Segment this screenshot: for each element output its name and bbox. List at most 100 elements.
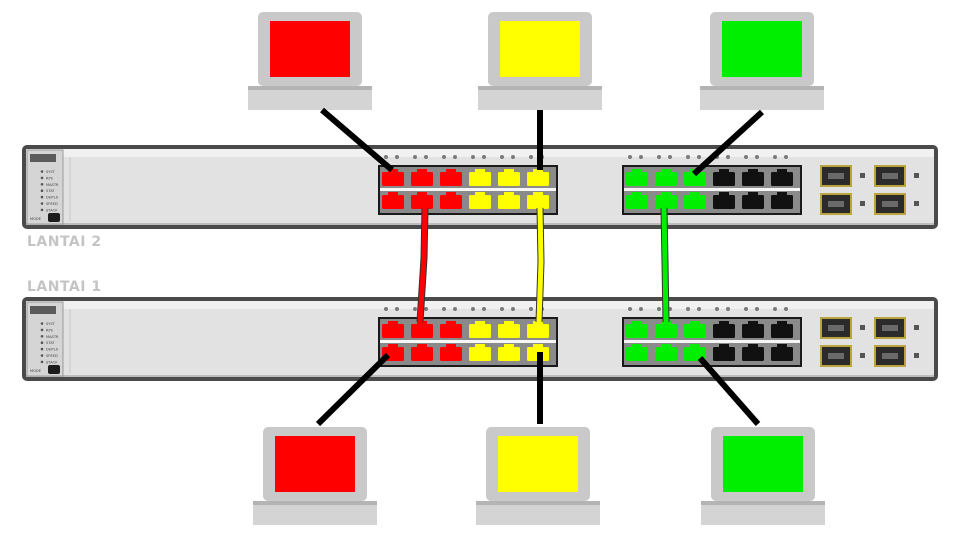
port-tab <box>719 321 729 326</box>
status-led-label: SYST <box>46 322 56 326</box>
port-bottom-3 <box>713 192 735 209</box>
port-led <box>726 307 730 311</box>
vlan-cable-yellow <box>536 207 544 323</box>
vlan-cable-green <box>661 207 669 323</box>
ethernet-port-icon <box>498 195 520 209</box>
status-led-label: SYST <box>46 170 56 174</box>
port-top-5 <box>771 169 793 186</box>
port-led <box>744 307 748 311</box>
port-group-right <box>622 307 802 367</box>
port-tab <box>446 169 456 174</box>
port-led <box>697 307 701 311</box>
port-top-3 <box>469 169 491 186</box>
ethernet-port-icon <box>469 195 491 209</box>
ethernet-port-icon <box>440 324 462 338</box>
mode-button-icon <box>48 365 60 374</box>
port-top-5 <box>527 321 549 338</box>
port-bottom-1 <box>411 344 433 361</box>
laptop-hinge <box>476 501 600 505</box>
ethernet-port-icon <box>527 172 549 186</box>
status-led <box>40 189 44 192</box>
ethernet-port-icon <box>440 347 462 361</box>
port-row-divider <box>380 340 556 343</box>
port-led <box>668 155 672 159</box>
floor-label-upper: LANTAI 2 <box>27 234 102 250</box>
port-led <box>697 155 701 159</box>
sfp-port-slot <box>828 353 844 359</box>
port-bottom-5 <box>771 192 793 209</box>
laptop-screen <box>275 436 355 492</box>
port-top-0 <box>626 169 648 186</box>
status-led <box>40 322 44 325</box>
laptop-top-yellow <box>478 12 602 110</box>
laptop-screen <box>500 21 580 77</box>
port-tab <box>748 344 758 349</box>
ethernet-port-icon <box>626 324 648 338</box>
port-group-right <box>622 155 802 215</box>
cable-laptop-bottom-green <box>697 356 761 426</box>
port-led <box>628 307 632 311</box>
port-top-5 <box>527 169 549 186</box>
port-tab <box>661 192 671 197</box>
ethernet-port-icon <box>411 324 433 338</box>
port-led <box>755 307 759 311</box>
ethernet-port-icon <box>655 172 677 186</box>
port-top-2 <box>440 321 462 338</box>
port-top-0 <box>382 169 404 186</box>
port-led <box>639 307 643 311</box>
port-led <box>511 155 515 159</box>
ethernet-port-icon <box>411 172 433 186</box>
port-tab <box>388 169 398 174</box>
port-tab <box>748 321 758 326</box>
port-bottom-4 <box>742 192 764 209</box>
ethernet-port-icon <box>382 324 404 338</box>
status-led <box>40 360 44 364</box>
port-led <box>686 155 690 159</box>
port-led <box>715 307 719 311</box>
port-led <box>657 307 661 311</box>
ethernet-port-icon <box>626 195 648 209</box>
port-tab <box>690 321 700 326</box>
port-tab <box>690 344 700 349</box>
sfp-port-slot <box>828 201 844 207</box>
switch-highlight <box>26 149 934 157</box>
port-bottom-4 <box>742 344 764 361</box>
port-tab <box>533 192 543 197</box>
ethernet-port-icon <box>655 324 677 338</box>
port-led <box>384 307 388 311</box>
ethernet-port-icon <box>469 324 491 338</box>
port-tab <box>475 169 485 174</box>
status-led <box>40 183 44 186</box>
status-led-label: DUPLX <box>46 196 59 200</box>
sfp-port-slot <box>828 173 844 179</box>
port-top-2 <box>440 169 462 186</box>
ethernet-port-icon <box>382 195 404 209</box>
laptop-hinge <box>478 86 602 90</box>
port-tab <box>388 321 398 326</box>
port-bottom-3 <box>713 344 735 361</box>
port-led <box>784 155 788 159</box>
status-led-label: MASTR <box>46 183 59 187</box>
ethernet-port-icon <box>498 324 520 338</box>
port-tab <box>719 192 729 197</box>
port-tab <box>475 321 485 326</box>
ethernet-port-icon <box>655 347 677 361</box>
status-led-label: STACK <box>46 360 58 364</box>
ethernet-port-icon <box>411 195 433 209</box>
laptop-hinge <box>701 501 825 505</box>
port-bottom-5 <box>771 344 793 361</box>
laptop-bottom-green <box>701 427 825 525</box>
port-tab <box>504 321 514 326</box>
ethernet-port-icon <box>684 347 706 361</box>
port-top-1 <box>655 321 677 338</box>
status-led-label: RPS <box>46 176 54 180</box>
cable-overlay-layer <box>315 107 765 427</box>
ethernet-port-icon <box>713 195 735 209</box>
port-row-divider <box>624 340 800 343</box>
port-tab <box>533 321 543 326</box>
port-led <box>384 155 388 159</box>
switch-highlight <box>26 301 934 309</box>
cable-laptop-top-red <box>320 107 394 173</box>
ethernet-port-icon <box>498 172 520 186</box>
ethernet-port-icon <box>771 195 793 209</box>
